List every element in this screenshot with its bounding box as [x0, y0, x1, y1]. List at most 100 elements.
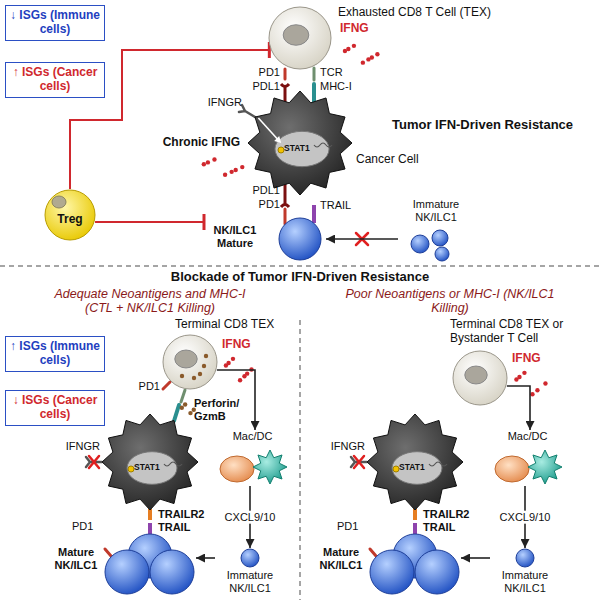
text-holder: Exhausted CD8 T Cell (TEX) — [338, 6, 491, 20]
cell-label: Treg — [44, 213, 96, 227]
isg-label: ↑ ISGs (Immune cells) — [8, 340, 102, 368]
t-cell-body — [269, 7, 331, 69]
block-cross — [89, 456, 99, 468]
cytokine-dots — [180, 44, 548, 416]
annotation-label: TRAILR2 — [423, 508, 483, 521]
nk-cell — [415, 550, 459, 594]
cytokine-dot — [352, 44, 356, 48]
label-holder: Perforin/ GzmB — [194, 397, 254, 422]
label-holder: TRAIL — [320, 199, 380, 212]
cytokine-dot — [370, 55, 374, 59]
pd1-receptor — [105, 549, 111, 556]
cancer-cell-body — [248, 91, 352, 195]
cell-shape — [452, 350, 508, 406]
cytokine-dot — [530, 392, 534, 396]
cancer-cell-body — [102, 414, 198, 510]
annotation-label: MHC-I — [320, 80, 380, 93]
macrophage — [495, 456, 529, 482]
cell-nucleus — [283, 25, 309, 45]
cell-node: Terminal CD8 TEX — [162, 334, 218, 390]
inhibition-line — [95, 221, 204, 223]
t-cell-body — [453, 351, 507, 405]
granule — [192, 376, 196, 380]
cell-label: Mature NK/ILC1 — [305, 546, 377, 571]
cell-node: Immature NK/ILC1 — [215, 548, 285, 598]
tcr-mhc — [174, 405, 179, 421]
immature-nk-cell — [241, 549, 259, 567]
text-holder: ↓ ISGs (Cancer cells) — [8, 394, 102, 422]
annotation-label: TRAIL — [423, 521, 483, 534]
text-holder: Mature NK/ILC1 — [40, 546, 112, 571]
text-holder: Mac/DC — [490, 430, 565, 443]
cytokine-dot — [202, 162, 206, 166]
cytokine-dot — [375, 52, 379, 56]
annotation-label: TRAILR2 — [158, 508, 218, 521]
pd1-receptor — [163, 382, 170, 389]
annotation-label: PDL1 — [220, 184, 280, 197]
cell-node: STAT1 — [102, 414, 198, 510]
cell-shape — [102, 414, 198, 510]
immature-nk-cell — [411, 235, 429, 253]
isg-box: ↑ ISGs (Immune cells) — [5, 336, 105, 372]
granule — [204, 354, 208, 358]
isg-label: ↓ ISGs (Cancer cells) — [8, 394, 102, 422]
pdl1-ligand — [284, 182, 287, 205]
arrow-connector — [507, 386, 530, 430]
cytokine-dot — [231, 357, 235, 361]
label-holder: Chronic IFNG — [120, 136, 240, 150]
arrow-connector — [326, 238, 398, 240]
cell-node: Mac/DC — [215, 430, 290, 486]
edge-label: CXCL9/10 — [223, 511, 278, 524]
label-holder: PDL1 — [220, 80, 280, 93]
pd1-receptor — [370, 549, 376, 556]
text-holder: Immature NK/ILC1 — [215, 569, 285, 594]
annotation-label: TCR — [320, 66, 380, 79]
cell-shape — [268, 6, 332, 70]
cytokine-dot — [234, 168, 238, 172]
isg-box: ↑ ISGs (Cancer cells) — [5, 62, 105, 98]
t-cell-body — [163, 335, 217, 389]
cytokine-dot — [183, 402, 187, 406]
label-holder: PD1 — [220, 198, 280, 211]
edge-label-holder: CXCL9/10 — [223, 511, 278, 524]
cell-label: Immature NK/ILC1 — [398, 198, 474, 223]
arrow-connector — [461, 557, 490, 559]
cytokine-dot — [522, 371, 526, 375]
immature-nk-cell — [435, 247, 449, 261]
annotation-label: IFNG — [222, 338, 262, 352]
trail-receptor — [148, 523, 152, 534]
cytokine-dot — [226, 361, 230, 365]
label-holder: IFNG — [512, 352, 552, 366]
label-holder: TCR — [320, 66, 380, 79]
cell-label: STAT1 — [284, 144, 310, 154]
nk-cell — [150, 550, 194, 594]
cytokine-dot — [180, 406, 184, 410]
text-holder: Immature NK/ILC1 — [398, 198, 474, 223]
annotation-label: IFNG — [340, 22, 390, 36]
annotation-label: TRAIL — [320, 199, 380, 212]
cell-label: Cancer Cell — [356, 153, 419, 167]
annotation-label: Blockade of Tumor IFN-Driven Resistance — [0, 270, 600, 285]
granule — [180, 374, 184, 378]
annotation-label: PD1 — [220, 66, 280, 79]
annotation-label: IFNGR — [182, 96, 242, 109]
cytokine-dot — [245, 371, 249, 375]
immature-nk-cell — [516, 549, 534, 567]
cell-node: Cancer CellSTAT1 — [248, 91, 352, 195]
cell-shape — [162, 334, 218, 390]
label-holder: IFNG — [340, 22, 390, 36]
cytokine-dot — [223, 173, 227, 177]
cell-nucleus — [465, 366, 487, 384]
label-holder: PD1 — [100, 380, 160, 393]
text-holder: Mac/DC — [215, 430, 290, 443]
label-holder: Tumor IFN-Driven Resistance — [392, 118, 598, 133]
signal-arrowhead — [274, 136, 281, 143]
trail-receptor — [413, 523, 417, 534]
cell-label: Mature NK/ILC1 — [40, 546, 112, 571]
annotation-label: Poor Neoantigens or MHC-I (NK/ILC1 Killi… — [345, 287, 555, 316]
label-holder: TRAIL — [158, 521, 218, 534]
cell-label: Mac/DC — [490, 430, 565, 443]
label-holder: IFNGR — [50, 440, 100, 453]
cytokine-dot — [346, 47, 350, 51]
